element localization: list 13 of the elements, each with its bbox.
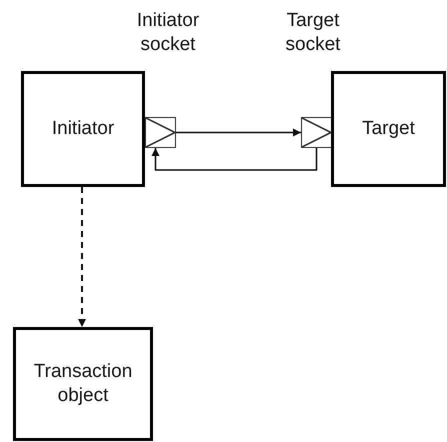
dashed-arrow bbox=[78, 187, 86, 327]
component-box bbox=[13, 327, 153, 441]
component-box bbox=[331, 71, 446, 187]
component-label: Initiator bbox=[52, 117, 114, 141]
arrow bbox=[176, 128, 301, 136]
component-label: Transaction object bbox=[32, 360, 134, 408]
socket-label: Target socket bbox=[284, 9, 342, 56]
arrow bbox=[152, 148, 318, 171]
socket-label: Initiator socket bbox=[136, 9, 200, 56]
socket-box bbox=[145, 117, 176, 148]
socket-box bbox=[301, 117, 332, 148]
component-label: Target bbox=[362, 117, 415, 141]
component-box bbox=[21, 71, 145, 187]
